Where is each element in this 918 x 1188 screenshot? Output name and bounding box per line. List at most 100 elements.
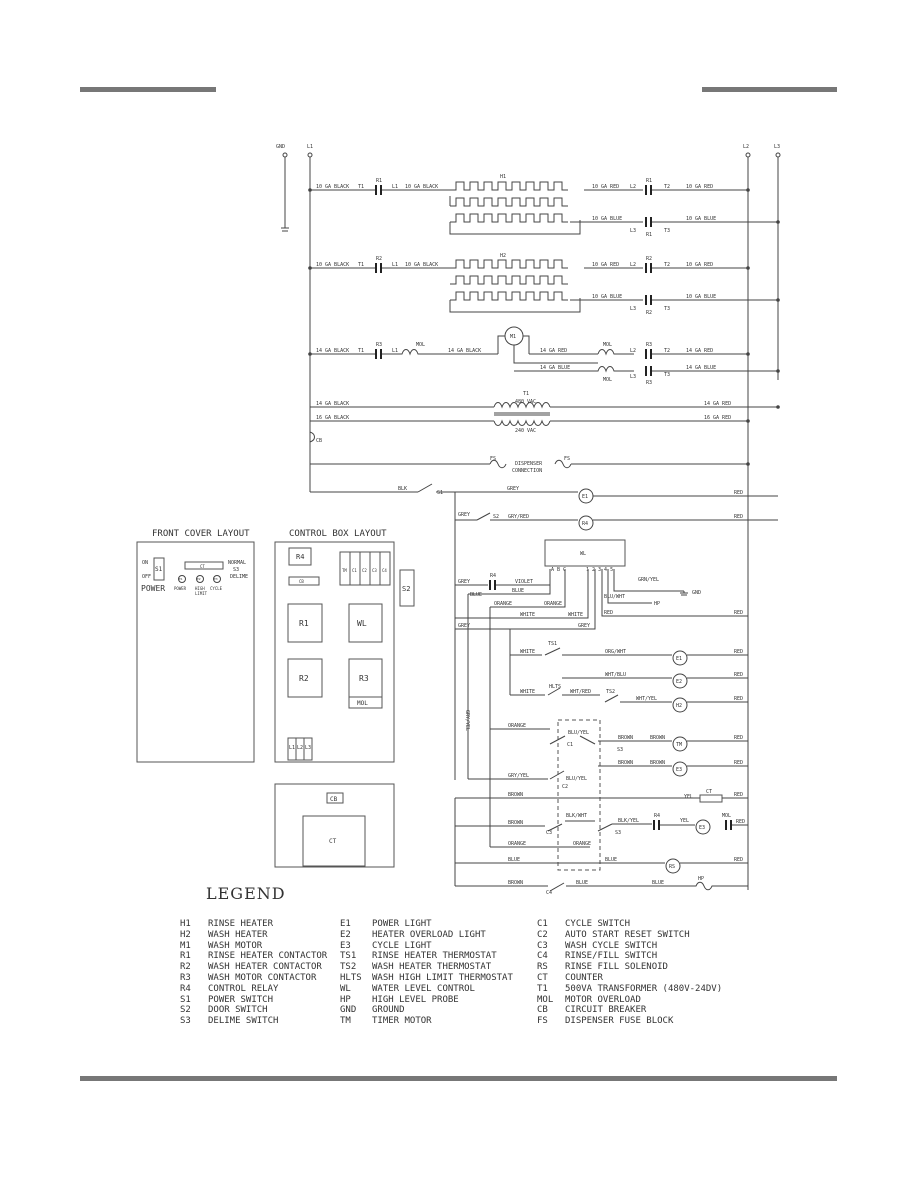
wire-label: R3 (646, 342, 652, 348)
wire-label: S2 (493, 514, 499, 520)
wire-label: 10 GA RED (592, 184, 619, 190)
legend-description: DOOR SWITCH (208, 1005, 268, 1016)
wire-label: C4 (382, 568, 387, 573)
legend-code: WL (340, 983, 351, 994)
wire-label: RED (734, 672, 743, 678)
wire-label: ORANGE (494, 601, 512, 607)
wire-label: GRY/YEL (464, 710, 470, 731)
wire-label: S3 (617, 747, 623, 753)
wire-label: A B C (551, 567, 566, 573)
wire-label: 10 GA BLACK (405, 184, 438, 190)
legend-code: R3 (180, 973, 191, 983)
legend-description: HEATER OVERLOAD LIGHT (372, 929, 486, 940)
wire-label: E2 (197, 577, 201, 581)
legend-description: 500VA TRANSFORMER (480V-24DV) (565, 983, 723, 994)
wire-label: MOL (603, 342, 612, 348)
wire-label: 10 GA BLUE (592, 216, 622, 222)
wire-label: DELIME (230, 574, 248, 580)
wire-label: R2 (646, 310, 652, 316)
wire-label: MOL (357, 700, 368, 707)
legend-description: DELIME SWITCH (208, 1016, 279, 1027)
wire-label: T3 (664, 228, 670, 234)
wire-label: E2 (676, 679, 682, 685)
wire-label: HP (654, 601, 660, 607)
wire-label: WHITE (568, 612, 583, 618)
legend-description: HIGH LEVEL PROBE (372, 994, 459, 1005)
wire-label: CB (330, 796, 338, 803)
legend-description: RINSE HEATER (208, 919, 274, 929)
wire-label: L2 (630, 348, 636, 354)
wire-label: CYCLE (210, 586, 223, 591)
legend-code: R4 (180, 983, 191, 994)
wire-label: C3 (546, 830, 552, 836)
wire-label: RED (734, 760, 743, 766)
wire-label: GREY (507, 486, 519, 492)
legend-item: WL WATER LEVEL CONTROL (340, 984, 475, 995)
wire-label: L3 (630, 374, 636, 380)
legend-code: E3 (340, 940, 351, 951)
legend-description: WASH MOTOR CONTACTOR (208, 973, 317, 983)
wire-label: MOL (416, 342, 425, 348)
wire-label: R1 (646, 178, 652, 184)
legend-code: C3 (537, 940, 548, 951)
wire-label: L2 (297, 745, 303, 751)
counter-ct (184, 561, 224, 570)
wire-label: 14 GA BLUE (540, 365, 570, 371)
wire-label: L2 (630, 184, 636, 190)
legend-code: M1 (180, 940, 191, 951)
legend-code: CT (537, 973, 548, 983)
wire-label: BROWN (650, 735, 665, 741)
wire-label: FS (564, 456, 570, 462)
wire-label: T1 (358, 348, 364, 354)
wire-label: R1 (646, 232, 652, 238)
header-rule-left (80, 87, 216, 92)
wire-label: R4 (582, 521, 588, 527)
wire-label: RED (734, 649, 743, 655)
wire-label: L3 (630, 228, 636, 234)
wire-label: 14 GA BLACK (316, 401, 349, 407)
wire-label: 10 GA BLUE (592, 294, 622, 300)
legend-description: WATER LEVEL CONTROL (372, 983, 475, 994)
l2-label: L2 (743, 144, 749, 150)
wire-label: E3 (214, 577, 218, 581)
legend-code: TS2 (340, 962, 357, 973)
wire-label: E1 (179, 577, 183, 581)
wire-label: RED (736, 819, 745, 825)
legend-item: H1 RINSE HEATER (180, 919, 273, 930)
wire-label: R4 (654, 813, 660, 819)
wire-label: R1 (299, 619, 309, 628)
wire-label: BLUE (508, 857, 520, 863)
wire-label: T1 (358, 262, 364, 268)
wire-label: ORANGE (544, 601, 562, 607)
wire-label: TM (676, 742, 682, 748)
wire-label: HP (698, 876, 704, 882)
wire-label: WHT/YEL (636, 696, 657, 702)
wire-label: 14 GA RED (704, 401, 731, 407)
wire-label: HIGH (195, 586, 205, 591)
wire-label: BLUE (576, 880, 588, 886)
wire-label: BLK/YEL (618, 818, 639, 824)
legend-code: R2 (180, 962, 191, 973)
control-box-layout: CONTROL BOX LAYOUT R4 CB TM C1 C2 C3 C4 … (274, 529, 415, 763)
wire-label: S3 (615, 830, 621, 836)
legend-code: S3 (180, 1016, 191, 1027)
h2-label: H2 (500, 253, 506, 259)
wire-label: L1 (392, 348, 398, 354)
wire-label: BLU/WHT (604, 594, 625, 600)
wire-label: BROWN (508, 880, 523, 886)
legend-code: H1 (180, 919, 191, 929)
e1-lamp-icon (178, 575, 186, 583)
legend-code: RS (537, 962, 548, 973)
wire-label: R2 (376, 256, 382, 262)
